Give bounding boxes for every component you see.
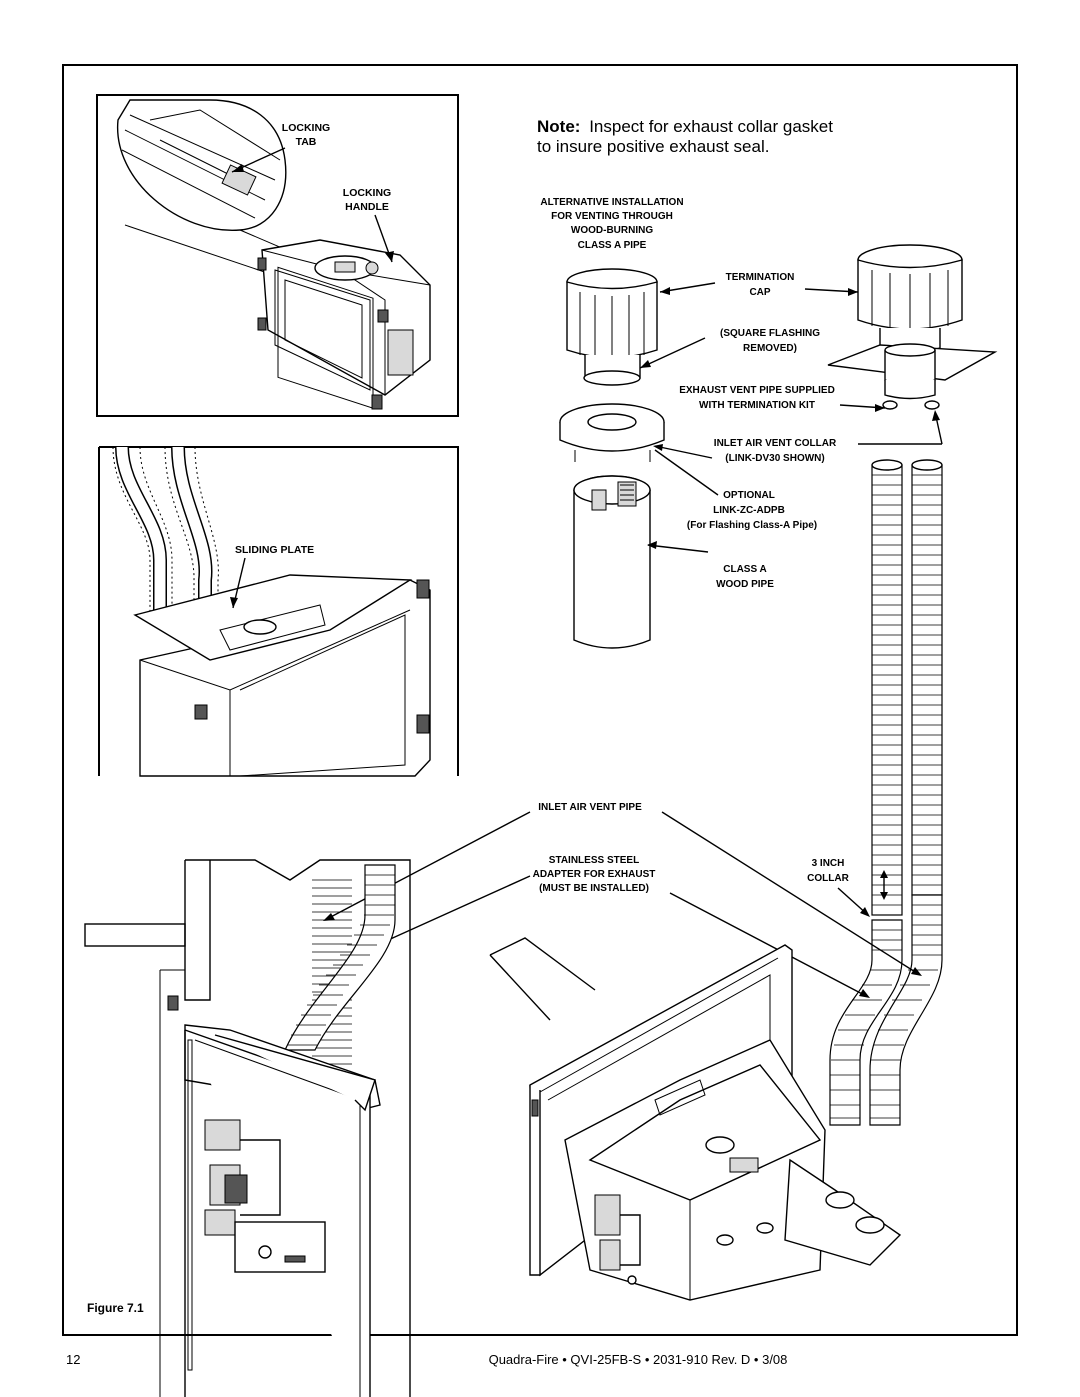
stainless-steel-label-1: STAINLESS STEEL xyxy=(549,855,639,866)
stainless-steel-label-3: (MUST BE INSTALLED) xyxy=(539,883,649,894)
figure-caption: Figure 7.1 xyxy=(87,1301,144,1315)
optional-label-2: LINK-ZC-ADPB xyxy=(713,505,785,516)
note-line-1: Note: Inspect for exhaust collar gasket xyxy=(537,117,833,136)
termination-cap-label-1: TERMINATION xyxy=(726,272,795,283)
document-footer: Quadra-Fire • QVI-25FB-S • 2031-910 Rev.… xyxy=(489,1352,788,1367)
alt-install-label-2: FOR VENTING THROUGH xyxy=(551,211,673,222)
three-inch-collar-label-1: 3 INCH xyxy=(812,858,845,869)
fireplace-insert xyxy=(489,937,902,1301)
note-line-2: to insure positive exhaust seal. xyxy=(537,137,769,156)
flashing-collar xyxy=(559,403,665,462)
square-flashing-label-2: REMOVED) xyxy=(743,343,797,354)
termination-cap-left xyxy=(566,268,658,386)
optional-label-1: OPTIONAL xyxy=(723,490,775,501)
locking-tab-label-2: TAB xyxy=(296,136,317,148)
three-inch-collar-label-2: COLLAR xyxy=(807,873,849,884)
class-a-label-1: CLASS A xyxy=(723,564,767,575)
page-number: 12 xyxy=(66,1352,80,1367)
class-a-wood-pipe xyxy=(573,475,651,649)
inlet-air-vent-pipes xyxy=(829,459,943,1126)
note-text-1: Inspect for exhaust collar gasket xyxy=(589,117,833,136)
page-frame xyxy=(62,64,1018,1336)
termination-cap-right xyxy=(827,244,998,410)
inlet-collar-label-2: (LINK-DV30 SHOWN) xyxy=(725,453,824,464)
locking-handle-label-1: LOCKING xyxy=(343,187,391,199)
inset-sliding-plate xyxy=(98,446,459,777)
class-a-label-2: WOOD PIPE xyxy=(716,579,774,590)
locking-tab-label-1: LOCKING xyxy=(282,122,330,134)
alt-install-label-1: ALTERNATIVE INSTALLATION xyxy=(540,197,683,208)
inlet-collar-label-1: INLET AIR VENT COLLAR xyxy=(714,438,837,449)
inset-locking-detail xyxy=(96,94,459,417)
exhaust-vent-label-2: WITH TERMINATION KIT xyxy=(699,400,815,411)
stainless-steel-label-2: ADAPTER FOR EXHAUST xyxy=(533,869,656,880)
locking-handle-label-2: HANDLE xyxy=(345,201,389,213)
sliding-plate-label: SLIDING PLATE xyxy=(235,544,314,556)
alt-install-label-4: CLASS A PIPE xyxy=(578,240,647,251)
termination-cap-label-2: CAP xyxy=(749,287,770,298)
chimney-cutaway xyxy=(84,859,411,1397)
alt-install-label-3: WOOD-BURNING xyxy=(571,225,653,236)
note-prefix: Note: xyxy=(537,117,580,136)
optional-label-3: (For Flashing Class-A Pipe) xyxy=(687,520,817,531)
inlet-air-vent-pipe-label: INLET AIR VENT PIPE xyxy=(538,802,642,813)
exhaust-vent-label-1: EXHAUST VENT PIPE SUPPLIED xyxy=(679,385,835,396)
square-flashing-label-1: (SQUARE FLASHING xyxy=(720,328,820,339)
